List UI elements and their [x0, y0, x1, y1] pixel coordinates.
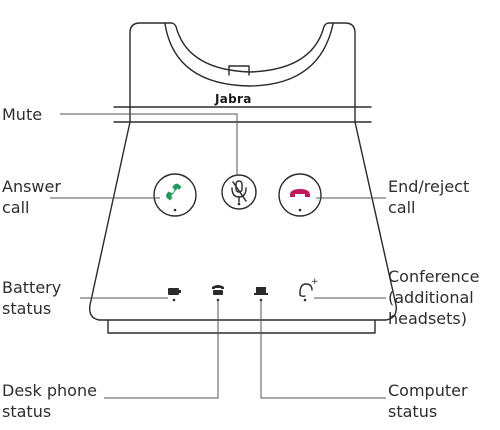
label-answer-call: Answer call	[2, 177, 61, 217]
label-mute: Mute	[2, 105, 43, 124]
leader-desk-phone	[104, 300, 219, 399]
label-computer-status: Computer status	[388, 381, 468, 421]
label-battery-status: Battery status	[2, 278, 62, 318]
desk-phone-icon	[212, 285, 224, 302]
headset-conference-icon: +	[299, 277, 319, 302]
end-button[interactable]	[278, 173, 322, 217]
computer-icon	[254, 287, 268, 302]
base-foot	[107, 319, 376, 334]
microphone-muted-icon	[231, 180, 247, 203]
battery-icon	[168, 288, 181, 302]
cradle-tab	[228, 65, 250, 76]
leader-computer	[260, 300, 386, 399]
label-end-reject-call: End/reject call	[388, 177, 470, 217]
phone-hangup-icon	[290, 189, 310, 197]
cradle-curve	[164, 23, 334, 87]
leader-mute	[60, 113, 238, 176]
brand-logo: Jabra	[215, 92, 252, 106]
label-conference: Conference (additional headsets)	[388, 267, 480, 328]
answer-button[interactable]	[153, 173, 197, 217]
base-station-body	[89, 22, 397, 321]
svg-text:+: +	[311, 277, 319, 287]
phone-answer-icon	[166, 183, 182, 201]
label-desk-phone-status: Desk phone status	[2, 381, 97, 421]
